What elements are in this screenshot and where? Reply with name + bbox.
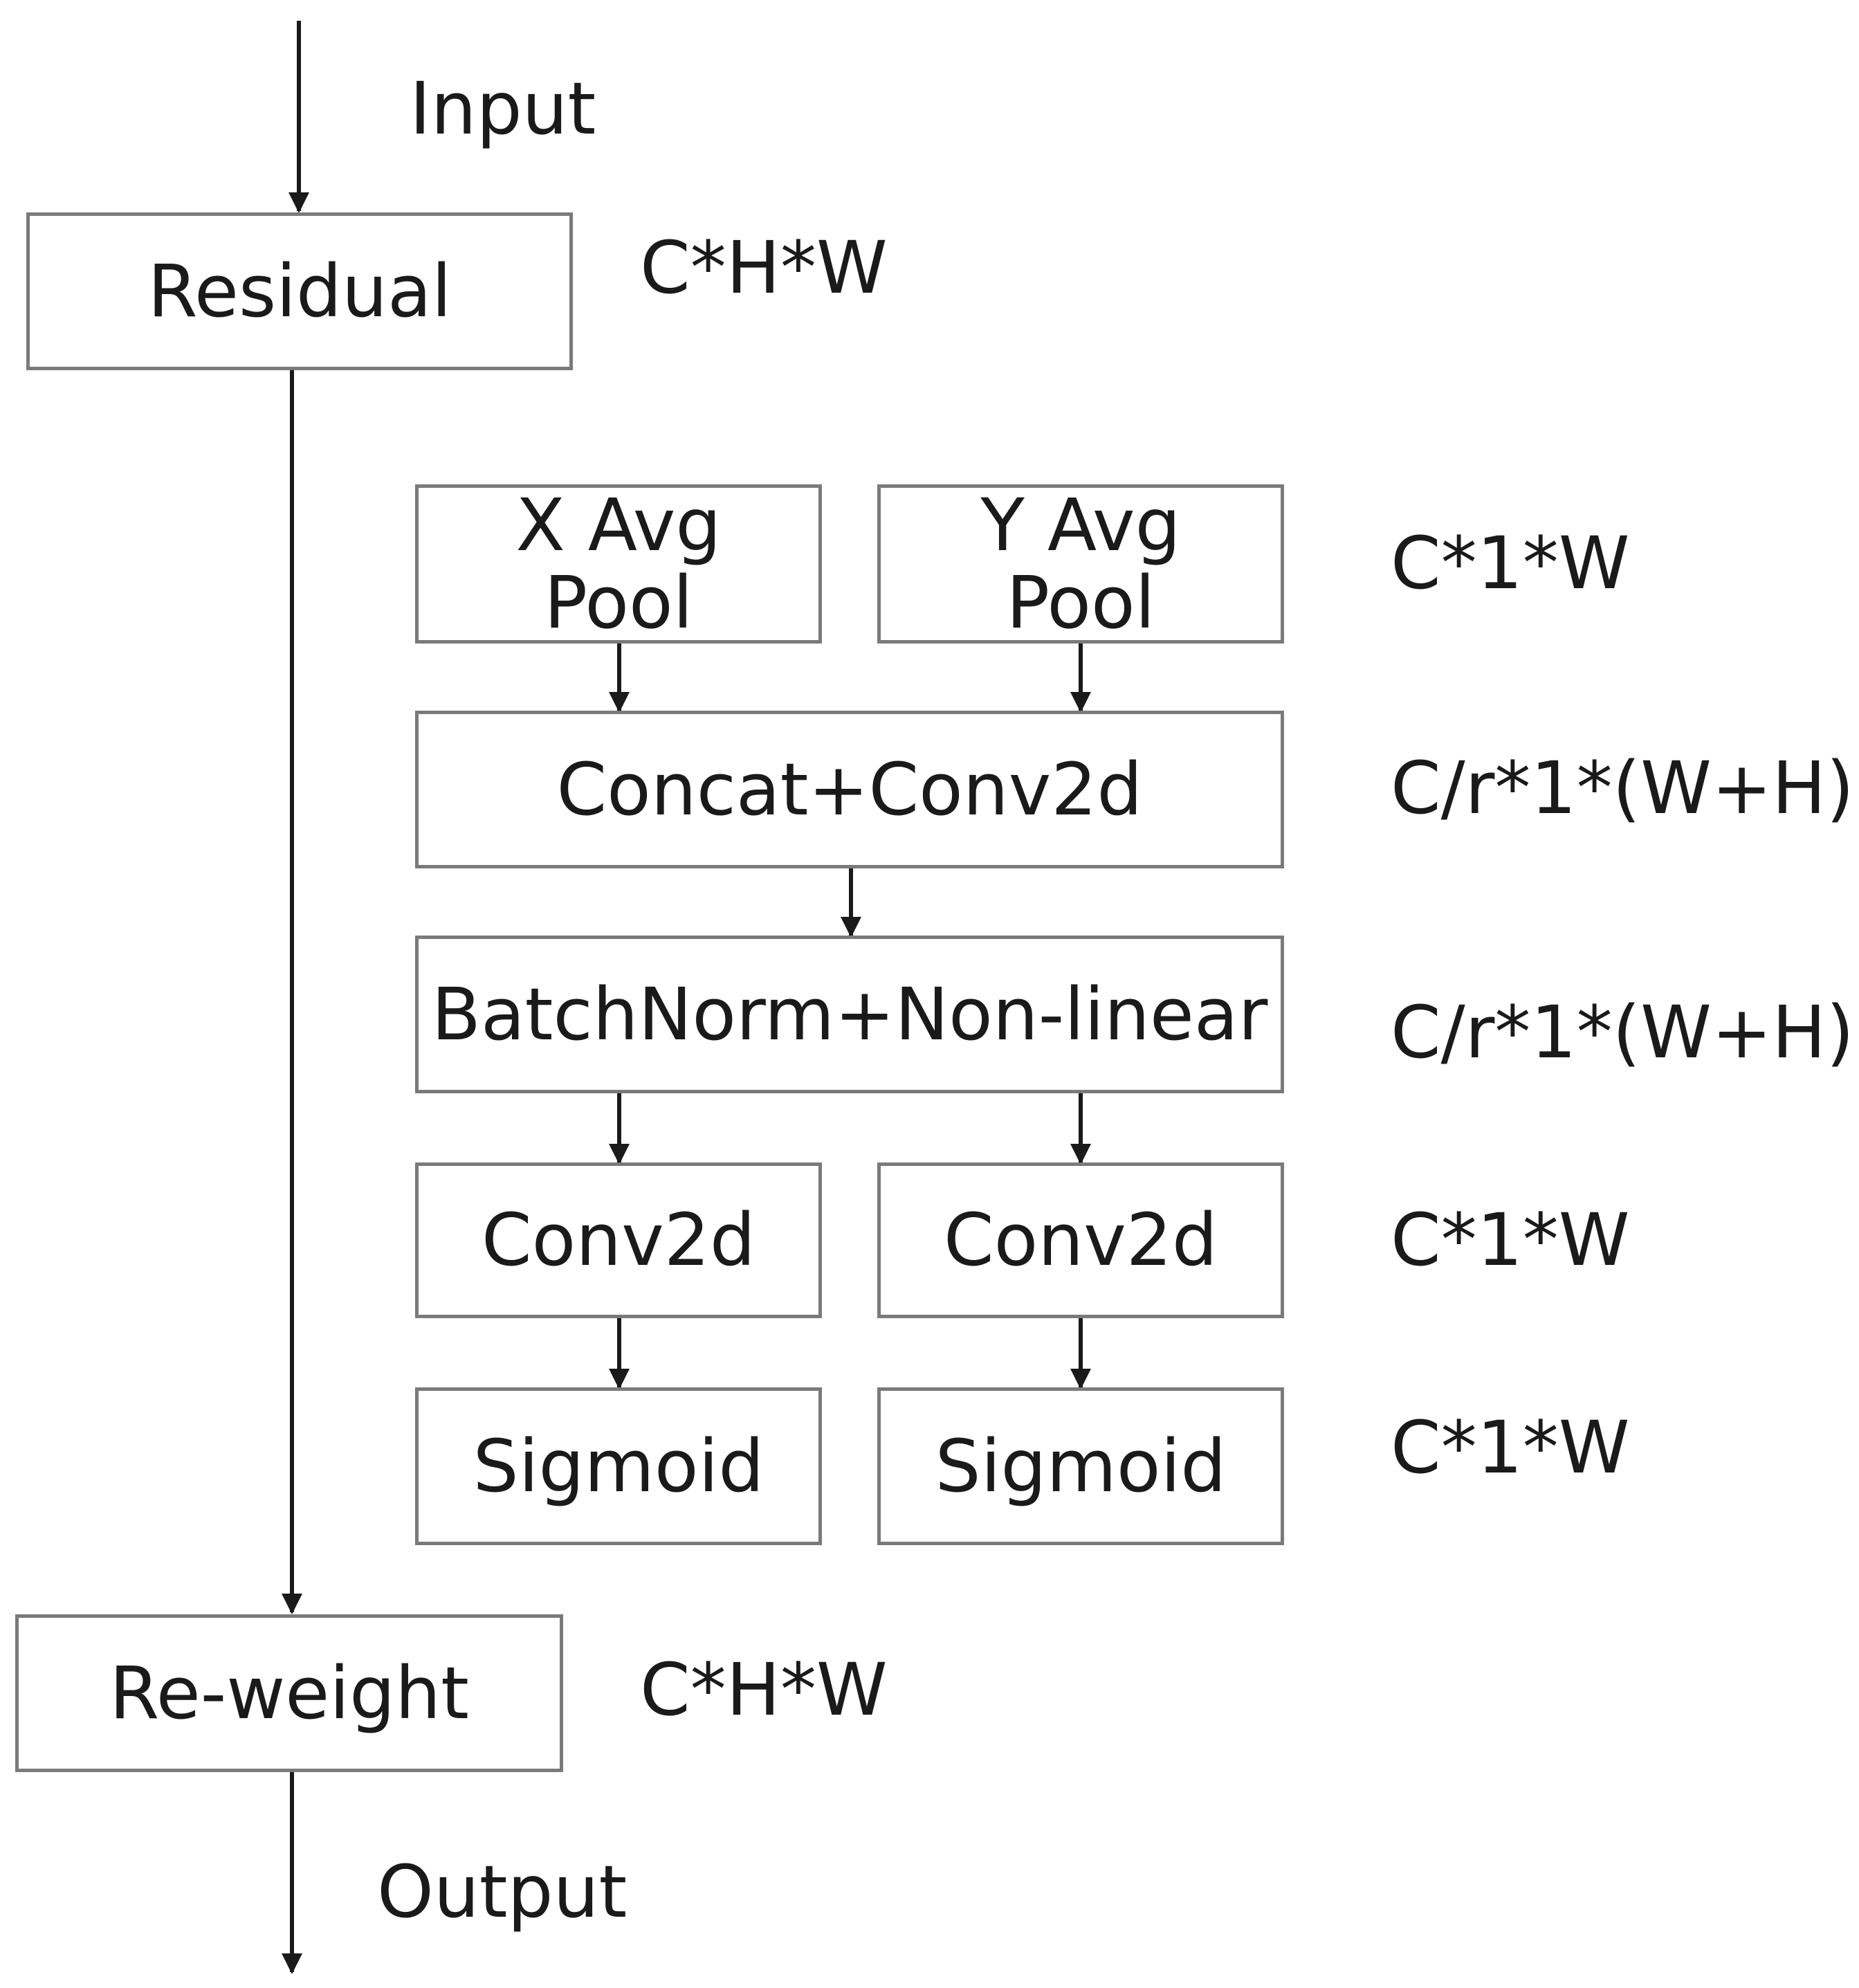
y-avg-pool-label-line2: Pool (1006, 560, 1155, 645)
concat-conv2d-block: Concat+Conv2d (415, 711, 1284, 868)
concat-dim-label: C/r*1*(W+H) (1391, 746, 1854, 830)
conv2d-right-label: Conv2d (944, 1198, 1218, 1283)
sigmoid-right-block: Sigmoid (877, 1387, 1284, 1545)
pool-dim-label: C*1*W (1391, 521, 1630, 605)
x-avg-pool-label-line2: Pool (544, 560, 693, 645)
x-avg-pool-label-line1: X Avg (515, 482, 722, 567)
sigmoid-left-label: Sigmoid (473, 1423, 764, 1508)
reweight-block: Re-weight (15, 1614, 563, 1772)
residual-dim-label: C*H*W (640, 226, 888, 310)
output-label: Output (377, 1850, 628, 1934)
conv2d-dim-label: C*1*W (1391, 1198, 1630, 1282)
residual-block: Residual (26, 212, 573, 370)
conv2d-left-label: Conv2d (482, 1198, 755, 1283)
conv2d-right-block: Conv2d (877, 1162, 1284, 1318)
y-avg-pool-block: Y Avg Pool (877, 484, 1284, 644)
sigmoid-left-block: Sigmoid (415, 1387, 822, 1545)
input-label: Input (410, 66, 596, 151)
residual-label: Residual (147, 248, 452, 334)
sigmoid-right-label: Sigmoid (935, 1423, 1227, 1508)
x-avg-pool-block: X Avg Pool (415, 484, 822, 644)
batchnorm-dim-label: C/r*1*(W+H) (1391, 990, 1854, 1075)
reweight-dim-label: C*H*W (640, 1648, 888, 1732)
sigmoid-dim-label: C*1*W (1391, 1405, 1630, 1490)
batchnorm-nonlinear-label: BatchNorm+Non-linear (431, 972, 1268, 1057)
concat-conv2d-label: Concat+Conv2d (556, 747, 1143, 832)
y-avg-pool-label-line1: Y Avg (980, 482, 1181, 567)
batchnorm-nonlinear-block: BatchNorm+Non-linear (415, 936, 1284, 1093)
reweight-label: Re-weight (109, 1650, 469, 1735)
conv2d-left-block: Conv2d (415, 1162, 822, 1318)
